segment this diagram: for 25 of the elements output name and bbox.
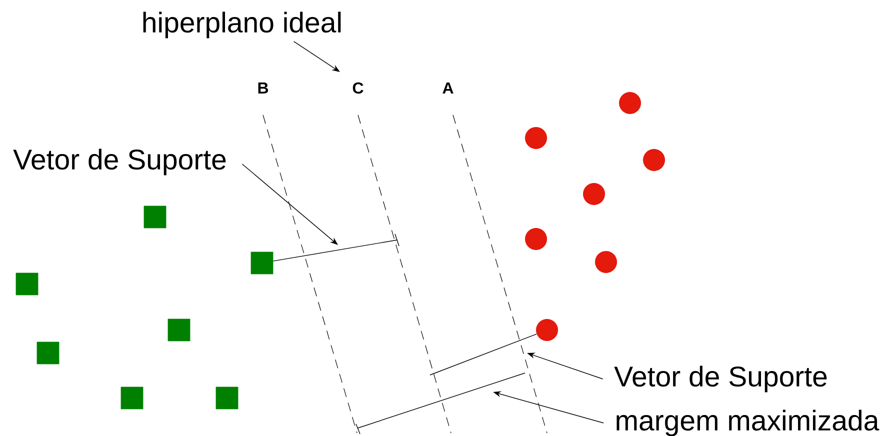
square-marker [16,272,38,296]
leader-arrow [242,164,338,245]
circle-marker [583,183,605,205]
square-marker [216,386,238,410]
callout-text: margem maximizada [616,410,880,436]
leader-arrow [293,41,340,72]
circle-marker [595,251,617,273]
square-marker [168,318,190,342]
square-marker [144,206,166,228]
line-label: B [258,82,268,94]
callout-text: Vetor de Suporte [13,148,226,176]
square-marker [36,342,60,364]
square-marker [120,386,144,410]
circle-marker [525,228,547,250]
circle-marker [525,127,547,149]
callout-text: Vetor de Suporte [614,366,827,392]
circle-marker [619,92,641,114]
callout-text: hiperplano ideal [143,12,341,38]
distance-line [430,334,537,376]
circle-marker [643,149,665,171]
square-marker [250,252,274,274]
distance-line [272,240,398,262]
line-label: A [442,82,454,94]
line-label: C [352,82,364,94]
circle-marker [536,319,558,341]
